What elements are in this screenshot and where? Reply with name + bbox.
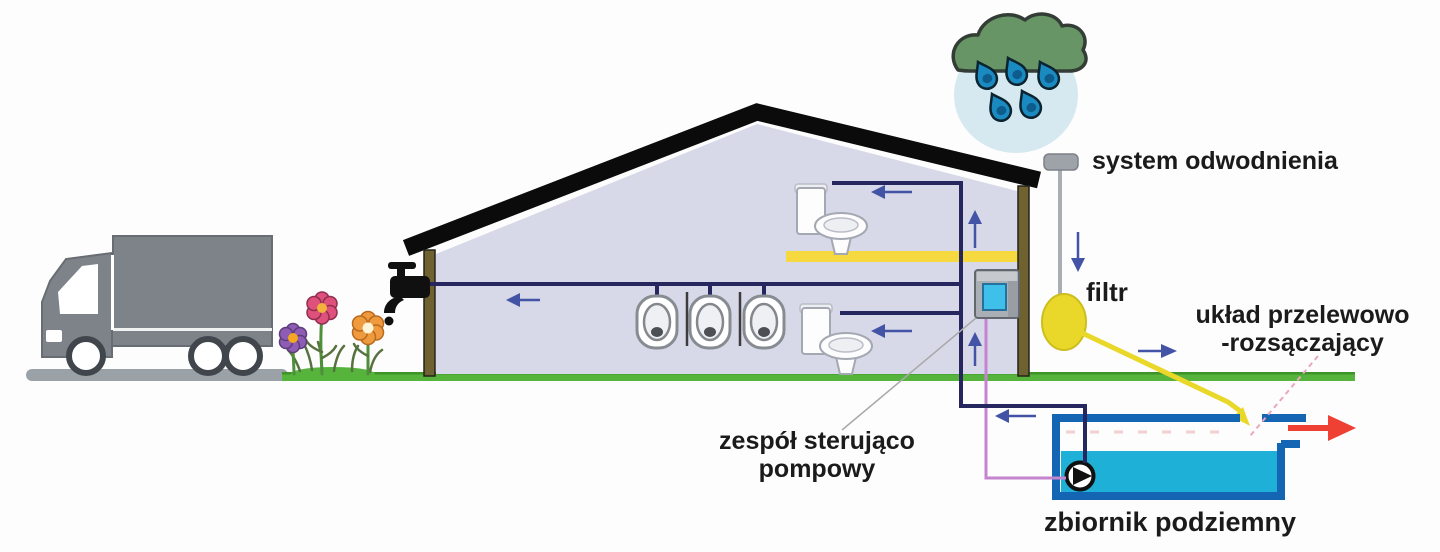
control-unit-icon [974,269,1020,319]
water-pipes [428,181,1087,463]
flowers-icon [278,291,385,376]
left-wall-post [423,249,436,377]
laundry-dividers [685,292,742,346]
pump-control-cable [984,318,1066,480]
label-filter: filtr [1086,277,1128,307]
label-overflow-infiltration: układ przelewowo -rozsączający [1185,301,1420,357]
tap-icon [384,262,430,326]
pump-icon [1064,460,1096,492]
label-overflow-line2: -rozsączający [1221,329,1384,357]
tank-icon [1052,414,1306,500]
label-pump-unit-line1: zespół sterująco [719,427,915,455]
truck-icon [41,235,273,376]
tank-water [1061,451,1277,494]
overflow-arrow-icon [1288,415,1356,441]
rain-cloud-icon [951,12,1088,153]
label-drainage-system: system odwodnienia [1092,147,1338,175]
filter-to-tank-pipe [1078,329,1250,426]
label-control-pump-unit: zespół sterująco pompowy [703,427,931,483]
flow-arrows [506,185,1177,423]
filter-icon [1041,293,1087,351]
label-underground-tank: zbiornik podziemny [1044,507,1297,537]
label-overflow-line1: układ przelewowo [1195,301,1410,329]
label-pump-unit-line2: pompowy [758,455,876,483]
overflow-pointer-line [1249,355,1319,437]
roof [402,103,1041,256]
upper-floor-slab [786,251,1018,262]
downspout-icon [1043,153,1079,296]
pump-unit-pointer-line [841,317,977,431]
